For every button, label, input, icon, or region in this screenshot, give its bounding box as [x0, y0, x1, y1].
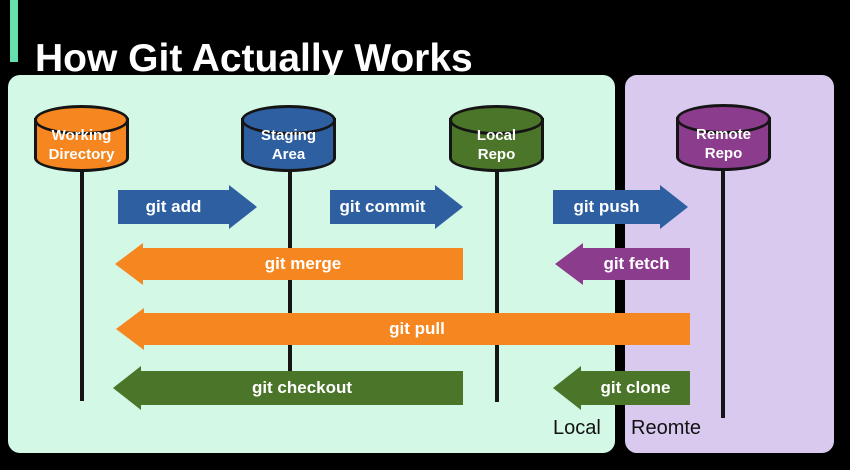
staging-area-label: Staging Area: [261, 127, 316, 163]
git-pull-arrow: git pull: [116, 308, 690, 350]
local-panel-caption: Local: [553, 417, 601, 439]
git-fetch-arrow: git fetch: [555, 243, 690, 285]
git-commit-arrow: git commit: [330, 185, 463, 229]
working-directory-label: Working Directory: [48, 127, 115, 163]
working-directory-stem-line: [80, 170, 84, 401]
remote-repo-stem-line: [721, 171, 725, 418]
local-repo-label: Local Repo: [476, 127, 517, 163]
git-fetch-label: git fetch: [603, 254, 670, 273]
remote-repo-cylinder: Remote Repo: [676, 104, 771, 171]
cylinder-top-ellipse: [34, 105, 129, 135]
page-title: How Git Actually Works: [35, 37, 473, 81]
working-directory-cylinder: Working Directory: [34, 105, 129, 172]
remote-panel-caption: Reomte: [631, 417, 702, 439]
git-checkout-arrow: git checkout: [113, 366, 463, 410]
git-push-label: git push: [573, 197, 640, 216]
git-commit-label: git commit: [339, 197, 426, 216]
git-clone-label: git clone: [600, 378, 671, 397]
local-repo-stem-line: [495, 170, 499, 402]
git-push-arrow: git push: [553, 185, 688, 229]
git-merge-arrow: git merge: [115, 243, 463, 285]
git-pull-label: git pull: [389, 319, 445, 338]
git-merge-label: git merge: [264, 254, 342, 273]
cylinder-top-ellipse: [676, 104, 771, 134]
git-checkout-label: git checkout: [251, 378, 353, 397]
remote-repo-label: Remote Repo: [695, 126, 751, 162]
staging-area-cylinder: Staging Area: [241, 105, 336, 172]
git-add-arrow: git add: [118, 185, 257, 229]
cylinder-top-ellipse: [241, 105, 336, 135]
git-add-label: git add: [145, 197, 202, 216]
local-repo-cylinder: Local Repo: [449, 105, 544, 172]
git-clone-arrow: git clone: [553, 366, 690, 410]
title-accent-bar: [10, 0, 18, 62]
cylinder-top-ellipse: [449, 105, 544, 135]
